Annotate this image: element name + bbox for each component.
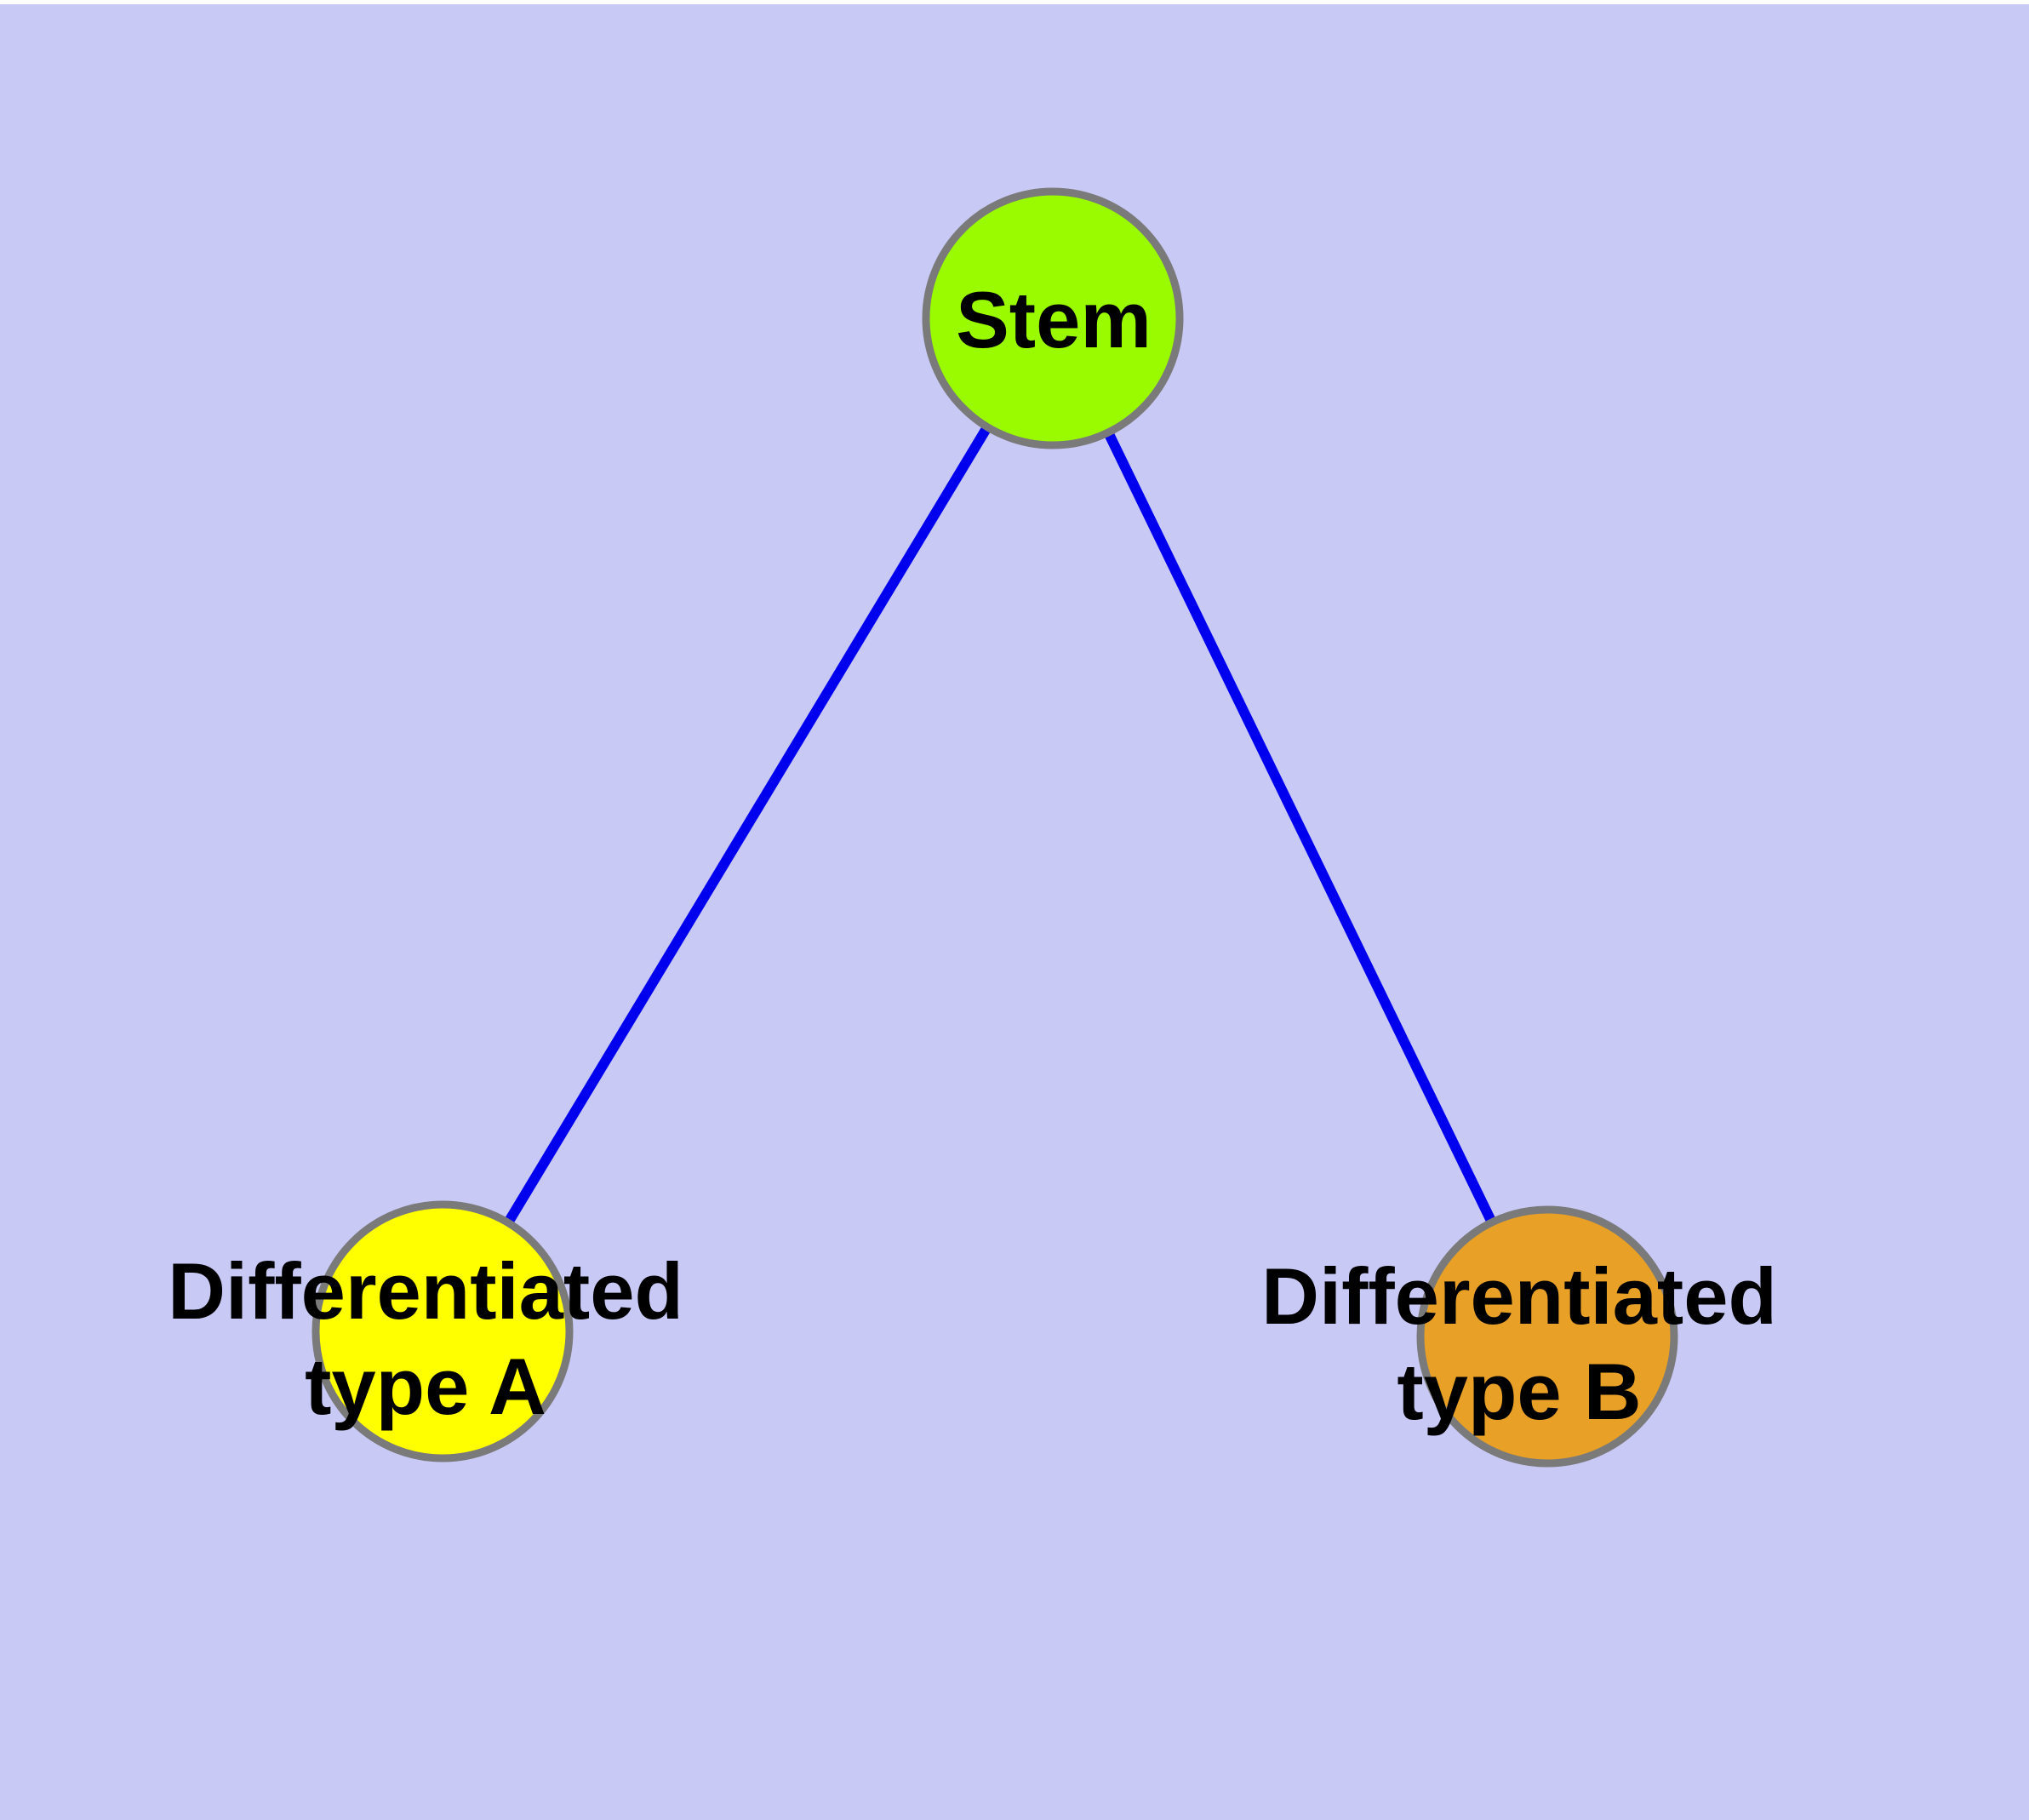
edge-stem-to-type-a: [437, 315, 1058, 1335]
node-type-b-label-line1: Differentiated: [1261, 1251, 1777, 1341]
node-stem-circle: [922, 187, 1184, 449]
edge-stem-to-type-b: [1048, 316, 1552, 1339]
node-type-a-label-line1: Differentiated: [168, 1246, 683, 1336]
node-type-a-label-line2: type A: [305, 1342, 546, 1431]
node-stem-label: Stem: [956, 275, 1152, 364]
node-type-a-circle: [311, 1200, 574, 1462]
node-type-b-label-line2: type B: [1397, 1347, 1641, 1436]
node-type-b-circle: [1416, 1205, 1678, 1468]
